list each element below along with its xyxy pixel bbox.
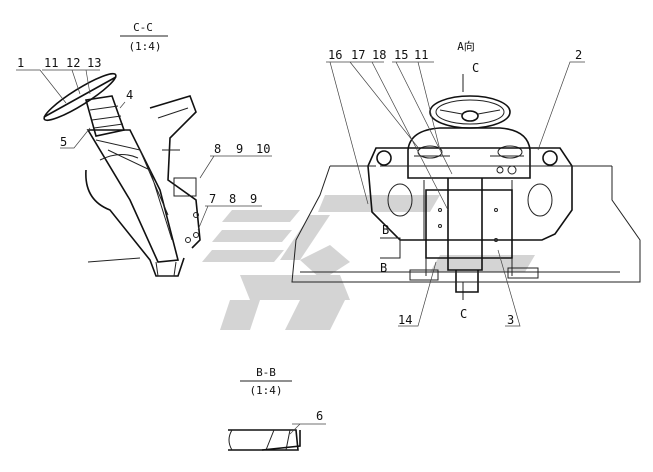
section-mark-b-top: B xyxy=(382,223,389,237)
view-title-a: A向 xyxy=(457,39,475,53)
callout-7: 7 xyxy=(209,192,216,206)
view-scale-b-b: (1:4) xyxy=(249,384,282,397)
callout-11-a: 11 xyxy=(414,48,428,62)
callout-14: 14 xyxy=(398,313,412,327)
callout-12: 12 xyxy=(66,56,80,70)
view-title-c-c: C-C xyxy=(133,21,153,34)
callout-5: 5 xyxy=(60,135,67,149)
section-b-b-view: B-B (1:4) xyxy=(228,366,326,451)
callout-10: 10 xyxy=(256,142,270,156)
callout-3: 3 xyxy=(507,313,514,327)
section-mark-c-top: C xyxy=(472,61,479,75)
callout-17: 17 xyxy=(351,48,365,62)
view-title-b-b: B-B xyxy=(256,366,276,379)
callout-9-upper: 9 xyxy=(236,142,243,156)
callout-8-lower: 8 xyxy=(229,192,236,206)
callout-6: 6 xyxy=(316,409,323,423)
callout-11-cc: 11 xyxy=(44,56,58,70)
callout-9-lower: 9 xyxy=(250,192,257,206)
section-c-c-view: C-C (1:4) xyxy=(16,21,272,277)
callout-13: 13 xyxy=(87,56,101,70)
view-scale-c-c: (1:4) xyxy=(128,40,161,53)
callout-15: 15 xyxy=(394,48,408,62)
callout-4: 4 xyxy=(126,88,133,102)
watermark-logo xyxy=(202,195,535,330)
callout-18: 18 xyxy=(372,48,386,62)
callout-8-upper: 8 xyxy=(214,142,221,156)
callout-16: 16 xyxy=(328,48,342,62)
view-a: A向 C C xyxy=(291,39,641,327)
section-mark-c-bottom: C xyxy=(460,307,467,321)
callout-1: 1 xyxy=(17,56,24,70)
callout-2: 2 xyxy=(575,48,582,62)
section-mark-b-bottom: B xyxy=(380,261,387,275)
